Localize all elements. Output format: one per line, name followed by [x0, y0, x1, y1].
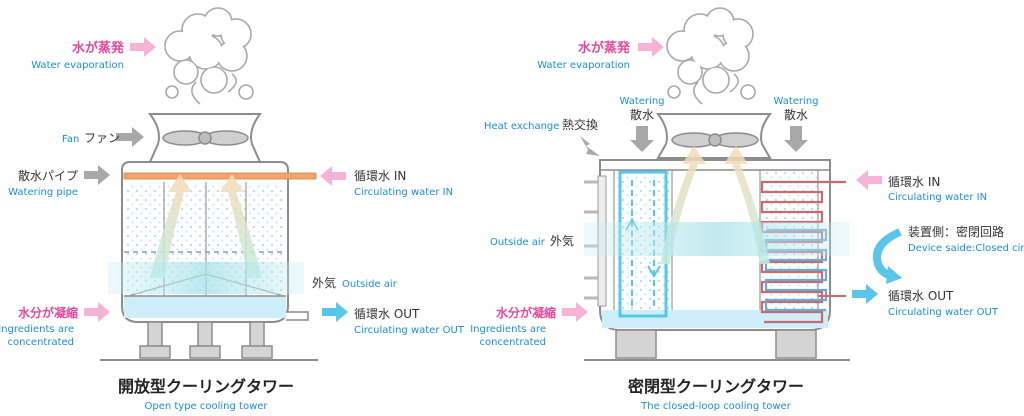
- closed-fan-icon: [671, 132, 759, 148]
- open-in-jp: 循環水 IN: [354, 169, 406, 183]
- closed-evap-en: Water evaporation: [537, 60, 630, 71]
- open-in-arrow: [320, 166, 346, 186]
- closed-in-en: Circulating water IN: [888, 192, 987, 203]
- open-pipe-en: Watering pipe: [8, 187, 78, 198]
- open-conc-en-2: concentrated: [7, 337, 74, 348]
- open-water-basin: [124, 296, 286, 318]
- watering-left-arrow: [630, 126, 654, 152]
- device-side-jp: 装置側：密閉回路: [908, 224, 1004, 239]
- open-in-en: Circulating water IN: [354, 187, 453, 198]
- open-pipe-jp: 散水パイプ: [18, 168, 78, 183]
- open-title-jp: 開放型クーリングタワー: [118, 377, 294, 396]
- closed-out-arrow: [852, 284, 878, 304]
- device-side-en: Device saide:Closed circuit: [908, 243, 1024, 254]
- open-evap-en: Water evaporation: [31, 60, 124, 71]
- closed-outside-en: Outside air: [490, 237, 546, 248]
- open-conc-en-1: Ingredients are: [0, 324, 74, 335]
- open-fan-en: Fan: [62, 134, 79, 145]
- open-tower: 水が蒸発 Water evaporation Fan ファン 散水パイプ Wat…: [0, 7, 465, 412]
- open-outside-jp: 外気: [312, 275, 336, 290]
- closed-evap-jp: 水が蒸発: [578, 40, 631, 56]
- closed-evaporation-arrow: [638, 37, 664, 57]
- open-legs: [139, 321, 273, 359]
- watering-right-en: Watering: [773, 96, 818, 107]
- closed-heat-en: Heat exchange: [484, 121, 559, 132]
- closed-conc-arrow: [562, 302, 588, 322]
- closed-out-en: Circulating water OUT: [888, 307, 999, 318]
- watering-right-arrow: [784, 126, 808, 152]
- open-outside-air-band: [108, 262, 304, 294]
- watering-left-en: Watering: [619, 96, 664, 107]
- watering-right-jp: 散水: [784, 107, 808, 122]
- open-evap-jp: 水が蒸発: [72, 40, 125, 56]
- closed-title-jp: 密閉型クーリングタワー: [627, 377, 804, 396]
- closed-outside-jp: 外気: [550, 233, 574, 248]
- closed-out-jp: 循環水 OUT: [888, 289, 954, 303]
- closed-conc-en-2: concentrated: [479, 337, 546, 348]
- evaporation-arrow: [130, 37, 156, 57]
- closed-tower: 水が蒸発 Water evaporation: [470, 7, 1024, 412]
- open-title-en: Open type cooling tower: [144, 401, 268, 412]
- open-out-jp: 循環水 OUT: [354, 307, 420, 321]
- heat-pointer-arrow: [580, 136, 600, 156]
- open-watering-pipe: [123, 172, 317, 180]
- open-out-arrow: [322, 302, 348, 322]
- open-air-arrow-right: [220, 174, 262, 278]
- closed-conc-en-1: Ingredients are: [470, 324, 546, 335]
- open-out-en: Circulating water OUT: [354, 325, 465, 336]
- fan-pointer-arrow: [116, 127, 144, 147]
- open-pipe-pointer: [84, 165, 110, 185]
- closed-in-jp: 循環水 IN: [888, 175, 940, 189]
- open-outside-en: Outside air: [342, 279, 398, 290]
- closed-heat-jp: 熱交換: [562, 117, 598, 132]
- open-conc-arrow: [84, 302, 110, 322]
- closed-conc-jp: 水分が凝縮: [496, 305, 556, 320]
- open-air-arrow-left: [150, 174, 192, 278]
- watering-left-jp: 散水: [630, 107, 654, 122]
- closed-outside-air-band: [584, 222, 850, 256]
- closed-legs: [615, 329, 817, 359]
- closed-in-arrow: [856, 170, 882, 190]
- open-conc-jp: 水分が凝縮: [18, 305, 78, 320]
- closed-title-en: The closed-loop cooling tower: [640, 401, 792, 412]
- open-fan-jp: ファン: [84, 131, 120, 145]
- closed-circuit-loop-arrow: [873, 228, 902, 280]
- open-fan-icon: [162, 130, 249, 146]
